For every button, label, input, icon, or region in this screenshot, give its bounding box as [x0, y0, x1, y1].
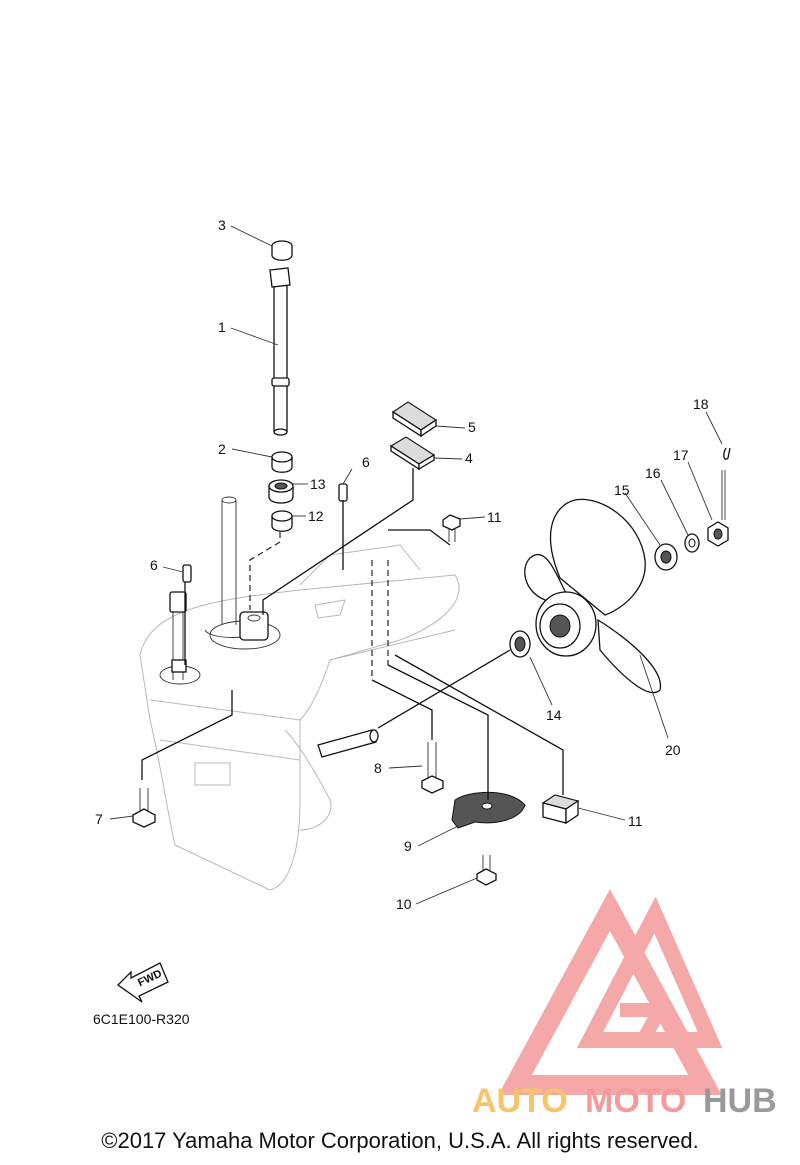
callout-6-upper: 6 [362, 454, 370, 470]
watermark-text: AUTO MOTO HUB [472, 1082, 777, 1120]
part-20-propeller [524, 498, 662, 694]
part-14-seal [268, 479, 294, 504]
part-16-spacer [654, 543, 678, 571]
part-18-nut [707, 521, 729, 547]
callout-13: 12 [308, 508, 324, 524]
part-8-bolt [421, 742, 444, 794]
part-17-washer [684, 533, 700, 553]
copyright-notice: ©2017 Yamaha Motor Corporation, U.S.A. A… [101, 1128, 699, 1153]
callout-8: 8 [374, 760, 382, 776]
part-3-bushing [271, 240, 293, 261]
part-15-washer [509, 630, 531, 658]
part-11-anode-block [541, 794, 580, 825]
callout-2: 2 [218, 441, 226, 457]
callout-15: 14 [546, 707, 562, 723]
callout-20: 20 [665, 742, 681, 758]
part-10-screw [476, 855, 497, 886]
drive-shaft-lower [204, 496, 269, 641]
part-7-bolt [132, 788, 156, 828]
watermark-hub: HUB [703, 1082, 777, 1120]
part-13-collar [271, 510, 293, 532]
part-9-anode [451, 791, 526, 829]
callout-16: 15 [614, 482, 630, 498]
part-4-pad [389, 436, 436, 471]
callout-1: 1 [218, 319, 226, 335]
part-6-dowel-upper [338, 483, 348, 502]
part-2-bushing [271, 451, 293, 473]
part-1-shaft [269, 267, 291, 436]
callout-18: 17 [673, 447, 689, 463]
watermark-auto: AUTO [472, 1082, 568, 1120]
watermark-logo [498, 889, 723, 1095]
part-19-cotter-pin [721, 447, 731, 520]
callout-4: 4 [465, 450, 473, 466]
callout-10: 10 [396, 896, 412, 912]
callout-17: 16 [645, 465, 661, 481]
callout-labels: 3 1 2 13 12 5 4 6 6 11 7 8 9 10 11 14 15… [95, 217, 709, 912]
propeller-shaft [317, 729, 379, 758]
callout-3: 3 [218, 217, 226, 233]
diagram-code: 6C1E100-R320 [93, 1011, 190, 1027]
callout-5: 5 [468, 419, 476, 435]
callout-6-lower: 6 [150, 557, 158, 573]
watermark-moto: MOTO [585, 1082, 686, 1120]
callout-7: 7 [95, 811, 103, 827]
part-5-pad [391, 401, 438, 438]
part-6-dowel-lower [182, 564, 192, 583]
callout-19: 18 [693, 396, 709, 412]
shift-rod [169, 591, 187, 680]
callout-11: 11 [628, 813, 643, 829]
fwd-arrow-icon: FWD [116, 962, 169, 1003]
callout-9: 9 [404, 838, 412, 854]
part-12-bolt [442, 514, 461, 542]
callout-14: 13 [310, 476, 326, 492]
leader-lines [109, 225, 723, 905]
callout-12: 11 [487, 509, 502, 525]
